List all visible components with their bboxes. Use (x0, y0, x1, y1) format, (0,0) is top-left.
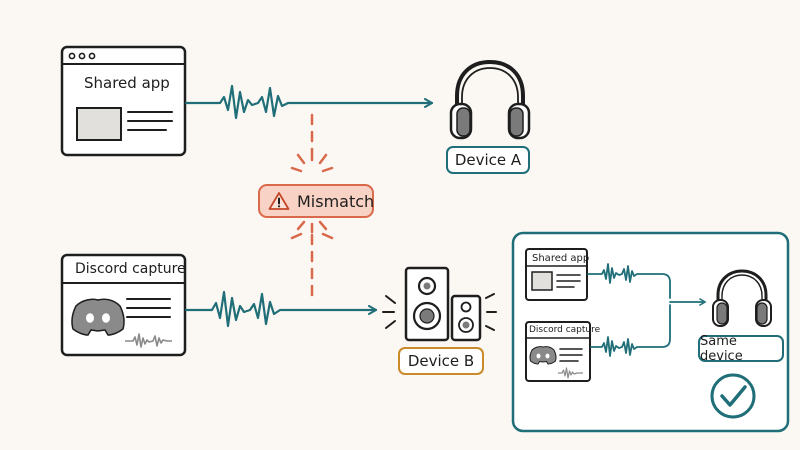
solution-panel (511, 231, 790, 433)
window-dot (88, 52, 96, 60)
mini-shared-app-title: Shared app (532, 253, 590, 264)
speakers-icon (382, 266, 497, 342)
same-device-label: Same device (698, 334, 784, 364)
same-device-headphones-icon (712, 269, 772, 327)
mini-wave-bottom (590, 304, 671, 357)
mini-shared-app-window (525, 248, 588, 301)
audio-wave-top (184, 84, 434, 120)
check-circle-icon (710, 373, 756, 419)
device-b-label: Device B (398, 347, 484, 375)
device-a-label: Device A (446, 146, 530, 174)
waveform-icon (125, 333, 172, 348)
window-dot (68, 52, 76, 60)
mini-discord-capture-title: Discord capture (529, 325, 601, 335)
headphones-icon (449, 59, 531, 140)
shared-app-window (60, 45, 187, 157)
warning-icon (268, 192, 290, 210)
discord-capture-window (60, 253, 187, 357)
mini-wave-top (587, 263, 671, 299)
image-placeholder (76, 107, 122, 141)
mismatch-label: Mismatch (297, 191, 375, 211)
audio-wave-bottom (184, 290, 378, 328)
window-dot (78, 52, 86, 60)
mismatch-badge: Mismatch (258, 184, 374, 218)
discord-capture-title: Discord capture (75, 261, 186, 277)
mini-discord-logo-icon (529, 346, 557, 365)
discord-logo-icon (71, 298, 125, 336)
mini-discord-capture-window (525, 321, 591, 382)
mismatch-divider (290, 113, 334, 302)
shared-app-title: Shared app (84, 74, 170, 92)
